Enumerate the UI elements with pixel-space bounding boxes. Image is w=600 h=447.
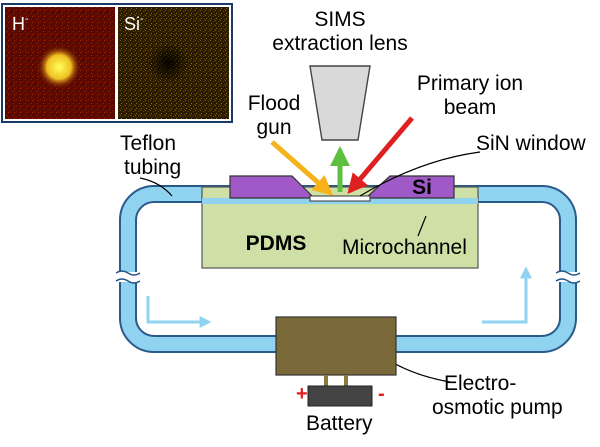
microchannel-leader bbox=[417, 215, 427, 237]
si-chip-left bbox=[229, 175, 316, 199]
battery: + - Battery bbox=[296, 375, 385, 435]
si-chip-right bbox=[364, 175, 455, 199]
sin-window-label: SiN window bbox=[476, 132, 587, 155]
flood-gun-arrow bbox=[270, 140, 334, 196]
sin-window-leader bbox=[359, 151, 481, 197]
battery-plus: + bbox=[296, 383, 308, 405]
pump-label-line2: osmotic pump bbox=[432, 396, 563, 419]
flow-arrow-right bbox=[482, 266, 532, 324]
h-ion-label: H- bbox=[12, 13, 29, 34]
sims-label-line1: SIMS bbox=[314, 8, 365, 31]
teflon-label-line2: tubing bbox=[124, 156, 181, 179]
pump-label-line1: Electro- bbox=[444, 372, 516, 395]
si-ion-dark-spot bbox=[148, 43, 188, 83]
pdms-label: PDMS bbox=[246, 232, 307, 255]
battery-label: Battery bbox=[306, 412, 373, 435]
sims-extraction-lens bbox=[309, 65, 371, 141]
h-ion-spot bbox=[37, 45, 81, 89]
si-label: Si bbox=[412, 176, 432, 199]
flow-arrow-left bbox=[146, 296, 212, 328]
teflon-leader bbox=[139, 177, 173, 197]
tubing-break-left bbox=[116, 272, 140, 282]
primary-label-line2: beam bbox=[444, 96, 497, 119]
primary-label-line1: Primary ion bbox=[417, 72, 523, 95]
pdms-block bbox=[201, 199, 479, 269]
flood-label-line1: Flood bbox=[248, 92, 301, 115]
inset-images: H- Si- bbox=[1, 3, 233, 123]
microchannel-label: Microchannel bbox=[342, 236, 467, 259]
electro-osmotic-pump bbox=[275, 316, 397, 376]
flood-label-line2: gun bbox=[256, 116, 291, 139]
teflon-label-line1: Teflon bbox=[120, 132, 176, 155]
tubing-break-right bbox=[556, 272, 580, 282]
primary-ion-beam-arrow bbox=[347, 116, 414, 195]
battery-minus: - bbox=[378, 383, 385, 405]
si-ion-label: Si- bbox=[124, 13, 144, 34]
sin-window-membrane bbox=[309, 195, 371, 202]
sims-label-line2: extraction lens bbox=[272, 32, 407, 55]
